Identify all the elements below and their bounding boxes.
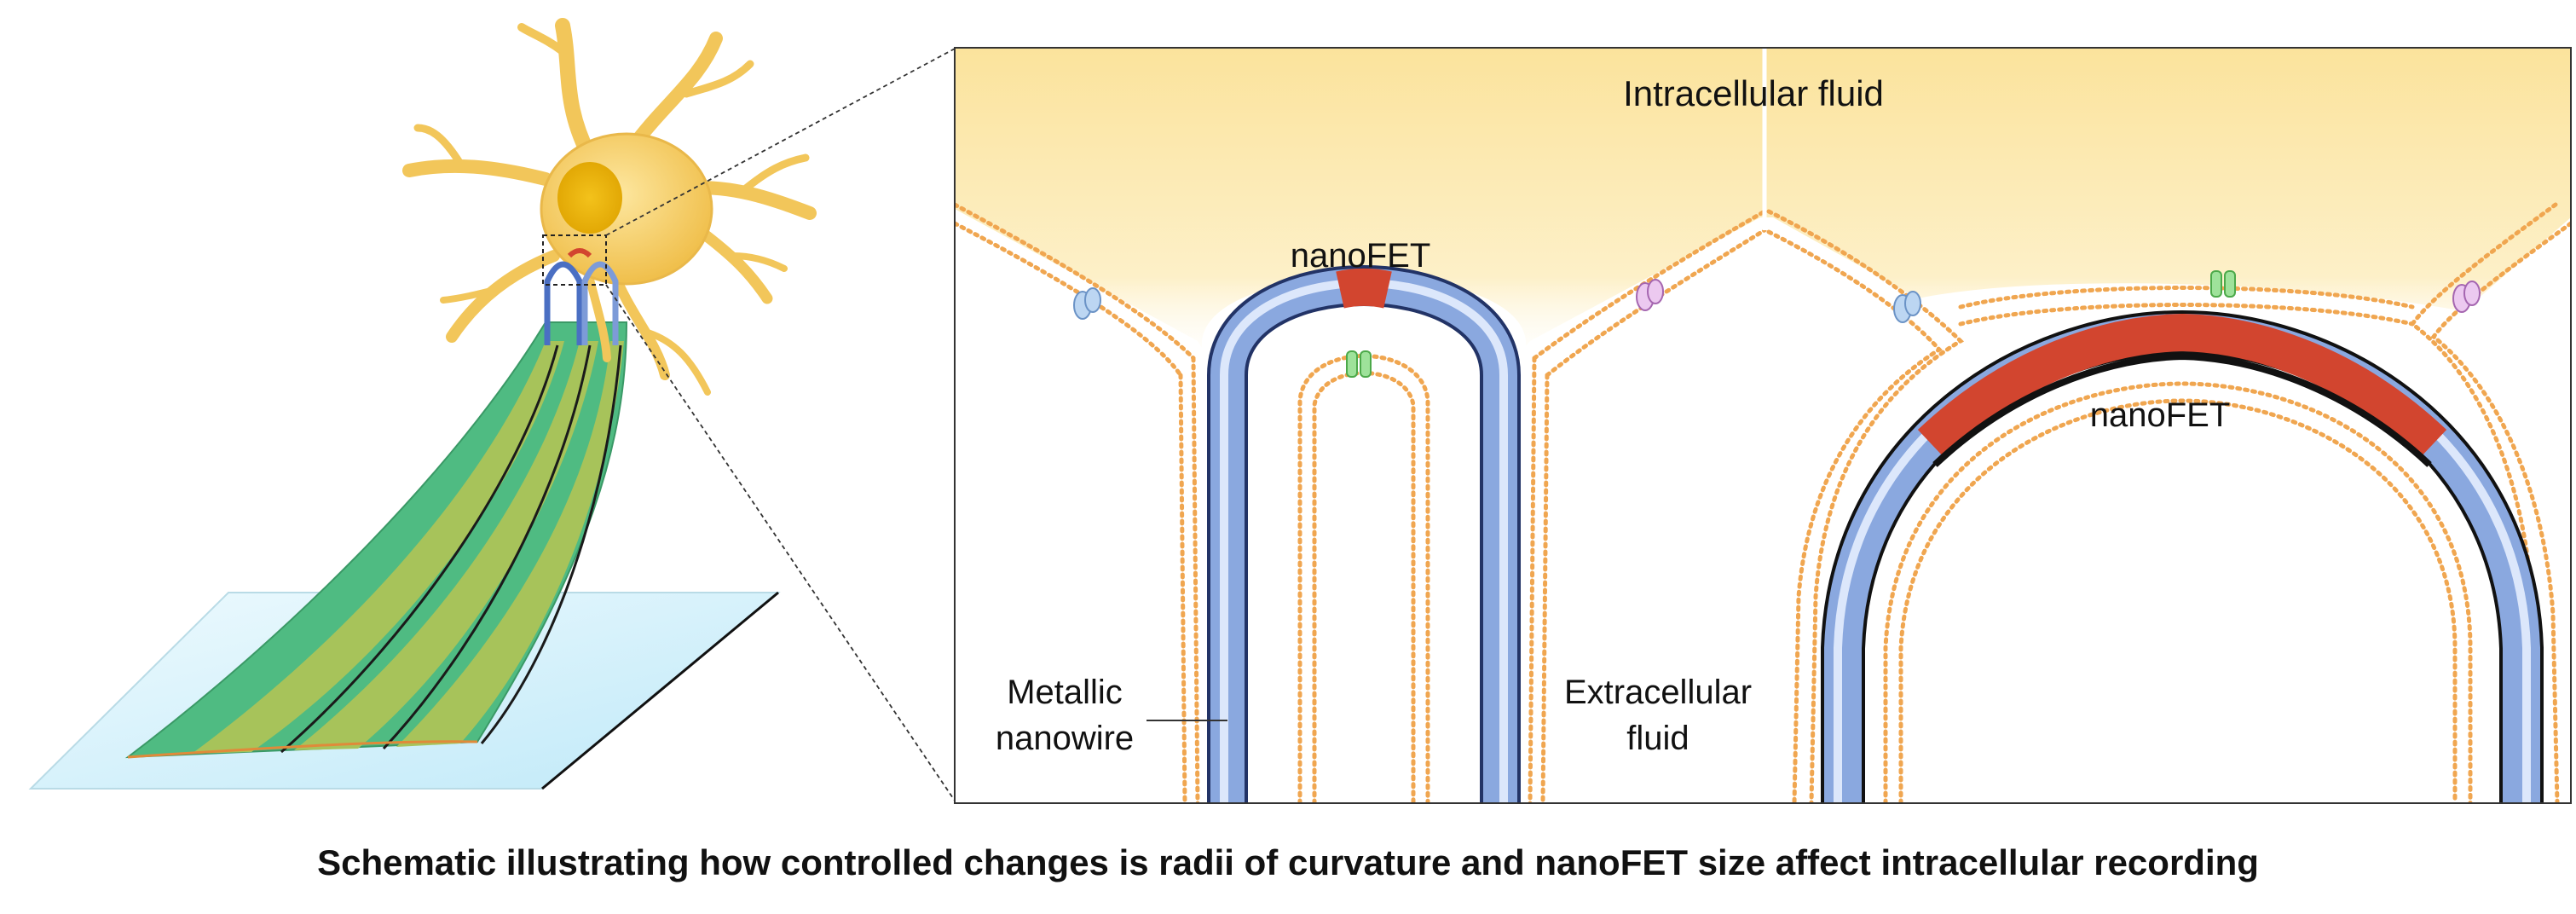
ion-channel-right-blue: [1893, 291, 1921, 323]
metallic-nanowire-label-line2: nanowire: [996, 720, 1134, 757]
nanofet-right-shadow: [1932, 352, 2432, 467]
figure-caption: Schematic illustrating how controlled ch…: [317, 842, 2259, 882]
base-plate-edge: [541, 591, 779, 790]
nanofet-right: [1917, 313, 2447, 457]
neuron-dendrites: [402, 18, 817, 396]
left-invagination-cytoplasm: [1202, 277, 1526, 803]
ion-channel-right-green: [2210, 270, 2236, 298]
trace-line: [480, 344, 622, 744]
ion-channel-left-purple: [1636, 279, 1664, 311]
zoom-panel-border: [954, 47, 2572, 804]
cell-membrane: [955, 202, 2571, 803]
substrate-stripe-2: [294, 341, 598, 750]
device-illustration: [28, 18, 957, 804]
probe-nanowire-2: [581, 261, 619, 345]
nanofet-left: [1336, 269, 1392, 309]
trace-line: [280, 344, 559, 754]
substrate-stripe-1: [192, 341, 564, 754]
nanofet-left-label: nanoFET: [1291, 237, 1431, 275]
ion-channel-left-blue: [1073, 287, 1101, 320]
extracellular-fluid-label-line1: Extracellular: [1564, 674, 1752, 711]
metallic-nanowire-label-line1: Metallic: [1007, 674, 1123, 711]
nanofet-right-label: nanoFET: [2090, 396, 2231, 434]
extracellular-fluid-label-line2: fluid: [1626, 720, 1689, 757]
probe-nanofet-tip: [567, 248, 592, 258]
zoom-line-top: [605, 47, 957, 236]
neuron-nucleus: [557, 162, 622, 234]
probe-nanowire-1: [544, 261, 583, 345]
substrate-stripe-3: [396, 341, 624, 747]
zoom-panel: Intracellular fluid nanoFET nanoFET Meta…: [954, 47, 2572, 804]
zoom-line-bottom: [605, 284, 957, 804]
zoom-region-box: [542, 234, 607, 286]
trace-line: [382, 344, 592, 750]
ion-channel-left-green: [1346, 350, 1372, 378]
ion-channel-right-purple: [2452, 281, 2481, 313]
substrate-bottom-edge: [127, 740, 478, 759]
intracellular-fluid-label: Intracellular fluid: [1623, 73, 1884, 113]
